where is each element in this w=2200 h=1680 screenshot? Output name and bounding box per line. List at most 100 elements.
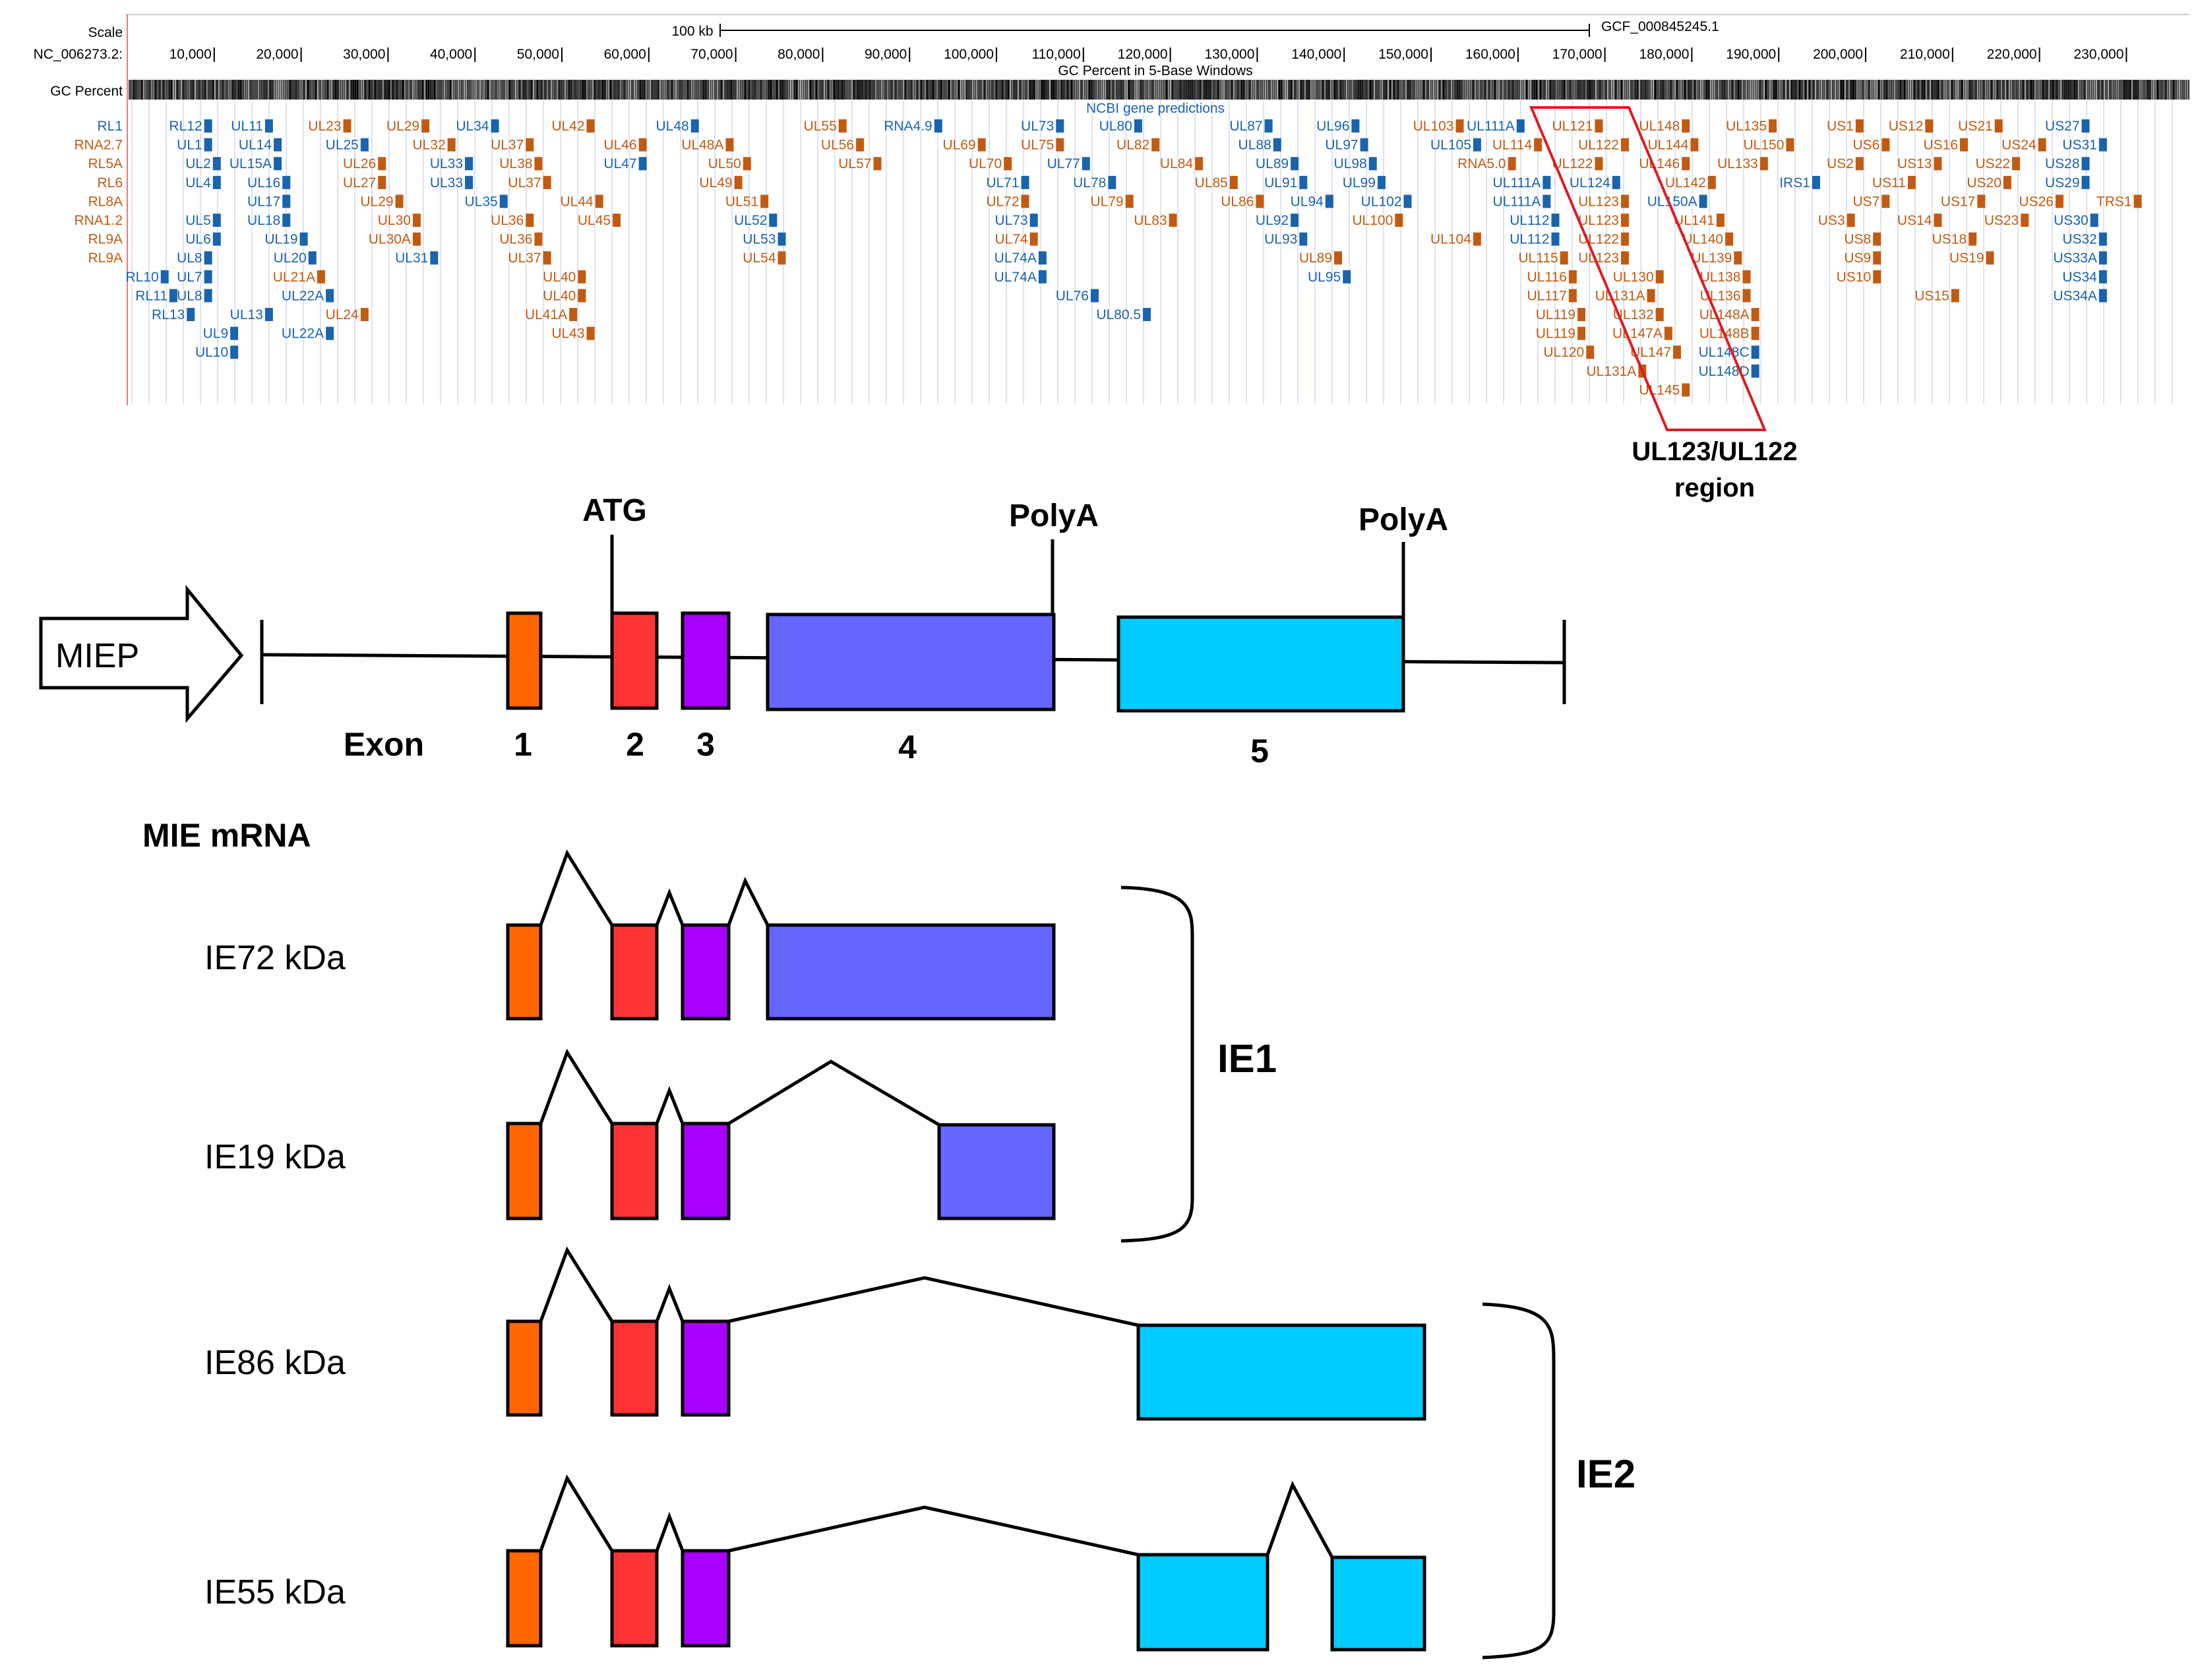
gene-label: UL122 [1552, 156, 1593, 171]
gc-band-stripe [756, 80, 758, 100]
gc-band-stripe [1704, 80, 1705, 100]
gc-band-stripe [2120, 80, 2121, 100]
gc-band-stripe [2106, 80, 2107, 100]
gc-band-stripe [1967, 80, 1969, 100]
gc-band-stripe [1803, 80, 1804, 100]
gene-feature [1595, 119, 1603, 133]
gc-band-stripe [1081, 80, 1082, 100]
gc-band-stripe [2046, 80, 2048, 100]
gene-label: UL71 [986, 175, 1019, 191]
gc-band-stripe [681, 80, 683, 100]
gc-band-stripe [1823, 80, 1824, 100]
gc-band-stripe [2034, 80, 2036, 100]
gc-band-stripe [1977, 80, 1978, 100]
gene-label: UL72 [986, 194, 1019, 209]
gc-band-stripe [1196, 80, 1197, 100]
gc-band-stripe [272, 80, 273, 100]
gene-label: UL48 [656, 119, 688, 134]
gene-label: UL123 [1578, 251, 1619, 266]
gc-band-stripe [584, 80, 586, 100]
gc-band-stripe [1095, 80, 1096, 100]
gc-band-stripe [721, 80, 722, 100]
gc-band-stripe [1376, 80, 1377, 100]
gc-band-stripe [1710, 80, 1711, 100]
coordinate-tick-label: 230,000 [2073, 47, 2124, 62]
gc-band-stripe [369, 80, 370, 100]
gc-band-stripe [1728, 80, 1729, 100]
coordinate-tick-label: 150,000 [1378, 47, 1428, 62]
gc-band-stripe [2038, 80, 2040, 100]
gc-band-stripe [1712, 80, 1713, 100]
gc-band-stripe [1142, 80, 1144, 100]
gc-band-stripe [1429, 80, 1430, 100]
gc-band-stripe [452, 80, 453, 100]
gc-band-stripe [290, 80, 291, 100]
gene-feature [2098, 138, 2107, 152]
gene-label: RL11 [135, 288, 168, 303]
gc-band-stripe [891, 80, 892, 100]
gene-feature [1551, 232, 1560, 246]
gc-band-stripe [861, 80, 863, 100]
gc-band-stripe [1807, 80, 1808, 100]
gc-band-stripe [689, 80, 690, 100]
gc-band-stripe [618, 80, 619, 100]
gc-band-stripe [1251, 80, 1252, 100]
gc-band-stripe [333, 80, 334, 100]
gc-band-stripe [782, 80, 783, 100]
gc-band-stripe [183, 80, 184, 100]
gene-feature [2098, 289, 2107, 303]
gc-band-stripe [1577, 80, 1579, 100]
gene-label: UL17 [247, 194, 280, 209]
gc-band-stripe [1607, 80, 1608, 100]
gc-band-stripe [347, 80, 348, 100]
gc-band-stripe [1368, 80, 1369, 100]
exon-5-partial-a [1136, 1553, 1269, 1652]
gc-band-stripe [2104, 80, 2105, 100]
gc-band-stripe [191, 80, 192, 100]
gene-label: US34 [2062, 270, 2097, 285]
gc-band-stripe [2078, 80, 2079, 100]
gc-band-stripe [2086, 80, 2087, 100]
gene-label: US33A [2053, 251, 2097, 266]
gc-band-stripe [654, 80, 655, 100]
gene-label: UL11 [231, 119, 263, 134]
gc-band-stripe [1971, 80, 1972, 100]
gc-band-stripe [729, 80, 730, 100]
gc-band-stripe [2139, 80, 2141, 100]
gc-band-stripe [903, 80, 904, 100]
gene-label: UL23 [308, 119, 341, 134]
gene-feature [204, 270, 212, 284]
gene-feature [690, 119, 699, 133]
gc-band-stripe [2070, 80, 2071, 100]
gc-band-stripe [1101, 80, 1102, 100]
gc-band-stripe [1843, 80, 1844, 100]
gc-band-stripe [2096, 80, 2097, 100]
gc-band-stripe [1496, 80, 1498, 100]
gc-band-stripe [824, 80, 825, 100]
gene-feature [1742, 270, 1751, 284]
gc-band-stripe [137, 80, 138, 100]
gc-band-stripe [622, 80, 623, 100]
gc-band-stripe [1223, 80, 1225, 100]
gc-band-stripe [1235, 80, 1237, 100]
gc-band-stripe [1756, 80, 1757, 100]
gene-feature [1620, 232, 1629, 246]
gc-band-stripe [254, 80, 255, 100]
gene-label: UL44 [561, 194, 594, 209]
gc-band-stripe [394, 80, 396, 100]
gene-feature [1082, 157, 1090, 171]
gc-band-stripe [1520, 80, 1521, 100]
gene-feature [264, 308, 273, 321]
gc-band-stripe [1930, 80, 1931, 100]
gc-band-stripe [677, 80, 679, 100]
gc-band-stripe [938, 80, 940, 100]
gc-band-stripe [927, 80, 928, 100]
gene-feature [873, 157, 882, 171]
gc-band-stripe [286, 80, 287, 100]
gc-band-stripe [159, 80, 160, 100]
gc-band-stripe [1146, 80, 1147, 100]
gene-label: US34A [2053, 288, 2097, 303]
gene-label: UL112 [1510, 232, 1549, 247]
gene-feature [1934, 157, 1942, 171]
gene-feature [1299, 175, 1308, 189]
